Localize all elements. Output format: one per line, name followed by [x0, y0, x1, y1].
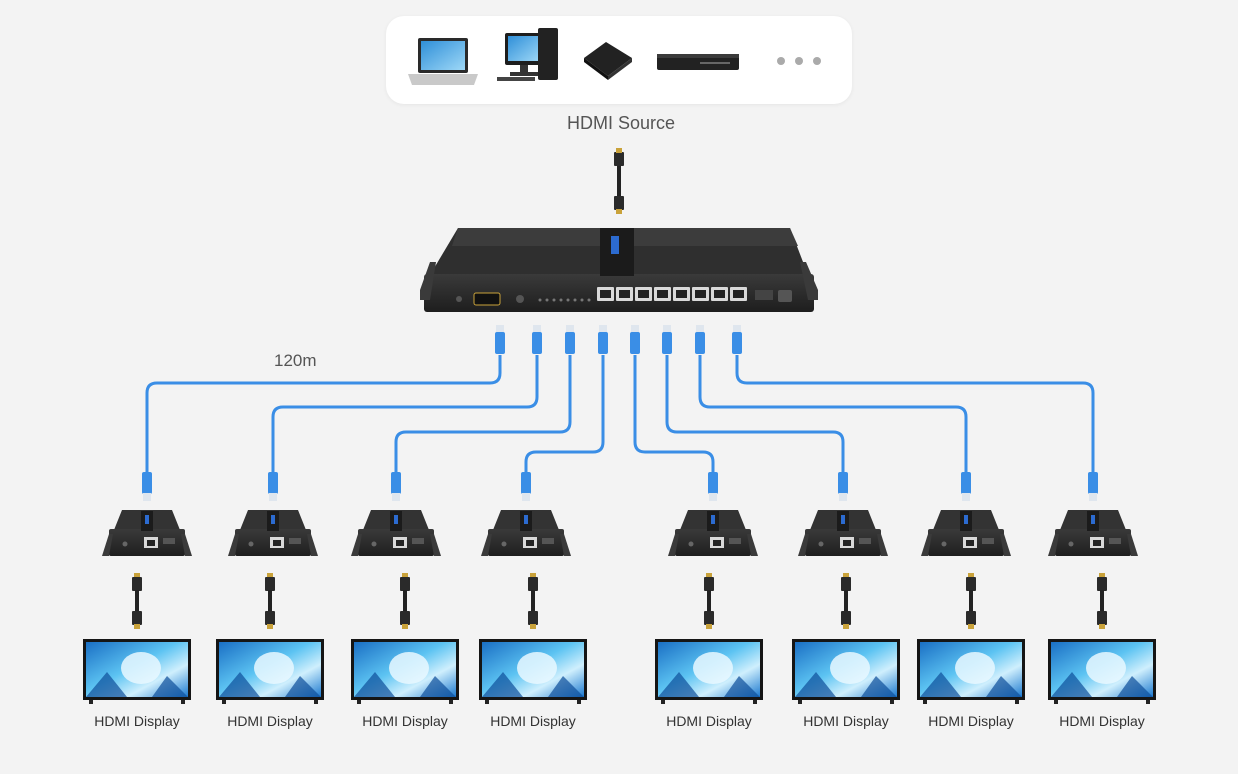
hdmi-receiver: [921, 510, 1011, 556]
rj45-port: [711, 287, 728, 301]
status-led: [566, 298, 570, 302]
hdmi-receiver: [351, 510, 441, 556]
hdmi-display-label: HDMI Display: [1059, 713, 1145, 729]
cat-cable: [695, 325, 971, 501]
hdmi-display-label: HDMI Display: [928, 713, 1014, 729]
rj45-port: [635, 287, 652, 301]
cat-cable: [142, 325, 505, 501]
hdmi-receiver: [481, 510, 571, 556]
hdmi-cable: [132, 573, 142, 629]
cat-cable: [521, 325, 608, 501]
cat-cables: [142, 325, 1098, 501]
tv-display-icon: [216, 639, 324, 704]
laptop-icon: [408, 38, 478, 85]
tv-box-icon: [584, 42, 632, 80]
tv-display-icon: [655, 639, 763, 704]
hdmi-source-label: HDMI Source: [566, 113, 676, 133]
status-led-row: [538, 298, 591, 302]
tv-display-icon: [792, 639, 900, 704]
cable-length-label: 120m: [274, 351, 317, 370]
hdmi-cable: [528, 573, 538, 629]
hdmi-receiver: [1048, 510, 1138, 556]
rj45-port: [654, 287, 671, 301]
displays-row: [83, 639, 1156, 704]
rj45-port: [597, 287, 614, 301]
cat-cable: [268, 325, 542, 501]
hdmi-display-label: HDMI Display: [94, 713, 180, 729]
cat-cable: [630, 325, 718, 501]
tv-display-icon: [917, 639, 1025, 704]
status-led: [559, 298, 563, 302]
status-led: [552, 298, 556, 302]
hdmi-display-label: HDMI Display: [803, 713, 889, 729]
hdmi-display-label: HDMI Display: [490, 713, 576, 729]
hdmi-cable: [704, 573, 714, 629]
hdmi-cable: [966, 573, 976, 629]
receiver-hdmi-cables: [132, 573, 1107, 629]
tv-display-icon: [351, 639, 459, 704]
status-led: [587, 298, 591, 302]
hdmi-receiver: [668, 510, 758, 556]
blu-ray-player-icon: [657, 54, 739, 70]
hdmi-cable: [841, 573, 851, 629]
input-hdmi-cable: [614, 148, 624, 214]
rj45-port: [673, 287, 690, 301]
status-led: [538, 298, 542, 302]
status-led: [545, 298, 549, 302]
hdmi-extender-splitter: [420, 228, 818, 312]
more-dots-icon: [777, 57, 821, 65]
desktop-pc-icon: [497, 28, 558, 81]
hdmi-receiver: [102, 510, 192, 556]
cat-cable: [732, 325, 1098, 501]
hdmi-display-label: HDMI Display: [227, 713, 313, 729]
hdmi-cable: [400, 573, 410, 629]
rj45-port-bank: [597, 287, 747, 301]
status-led: [573, 298, 577, 302]
hdmi-cable: [1097, 573, 1107, 629]
cat-cable: [391, 325, 575, 501]
rj45-port: [730, 287, 747, 301]
rj45-port: [616, 287, 633, 301]
tv-display-icon: [479, 639, 587, 704]
hdmi-display-label: HDMI Display: [666, 713, 752, 729]
hdmi-cable: [265, 573, 275, 629]
hdmi-receiver: [228, 510, 318, 556]
receivers-row: [102, 510, 1138, 556]
status-led: [580, 298, 584, 302]
tv-display-icon: [1048, 639, 1156, 704]
cat-cable: [662, 325, 848, 501]
tv-display-icon: [83, 639, 191, 704]
hdmi-display-label: HDMI Display: [362, 713, 448, 729]
hdmi-receiver: [798, 510, 888, 556]
rj45-port: [692, 287, 709, 301]
